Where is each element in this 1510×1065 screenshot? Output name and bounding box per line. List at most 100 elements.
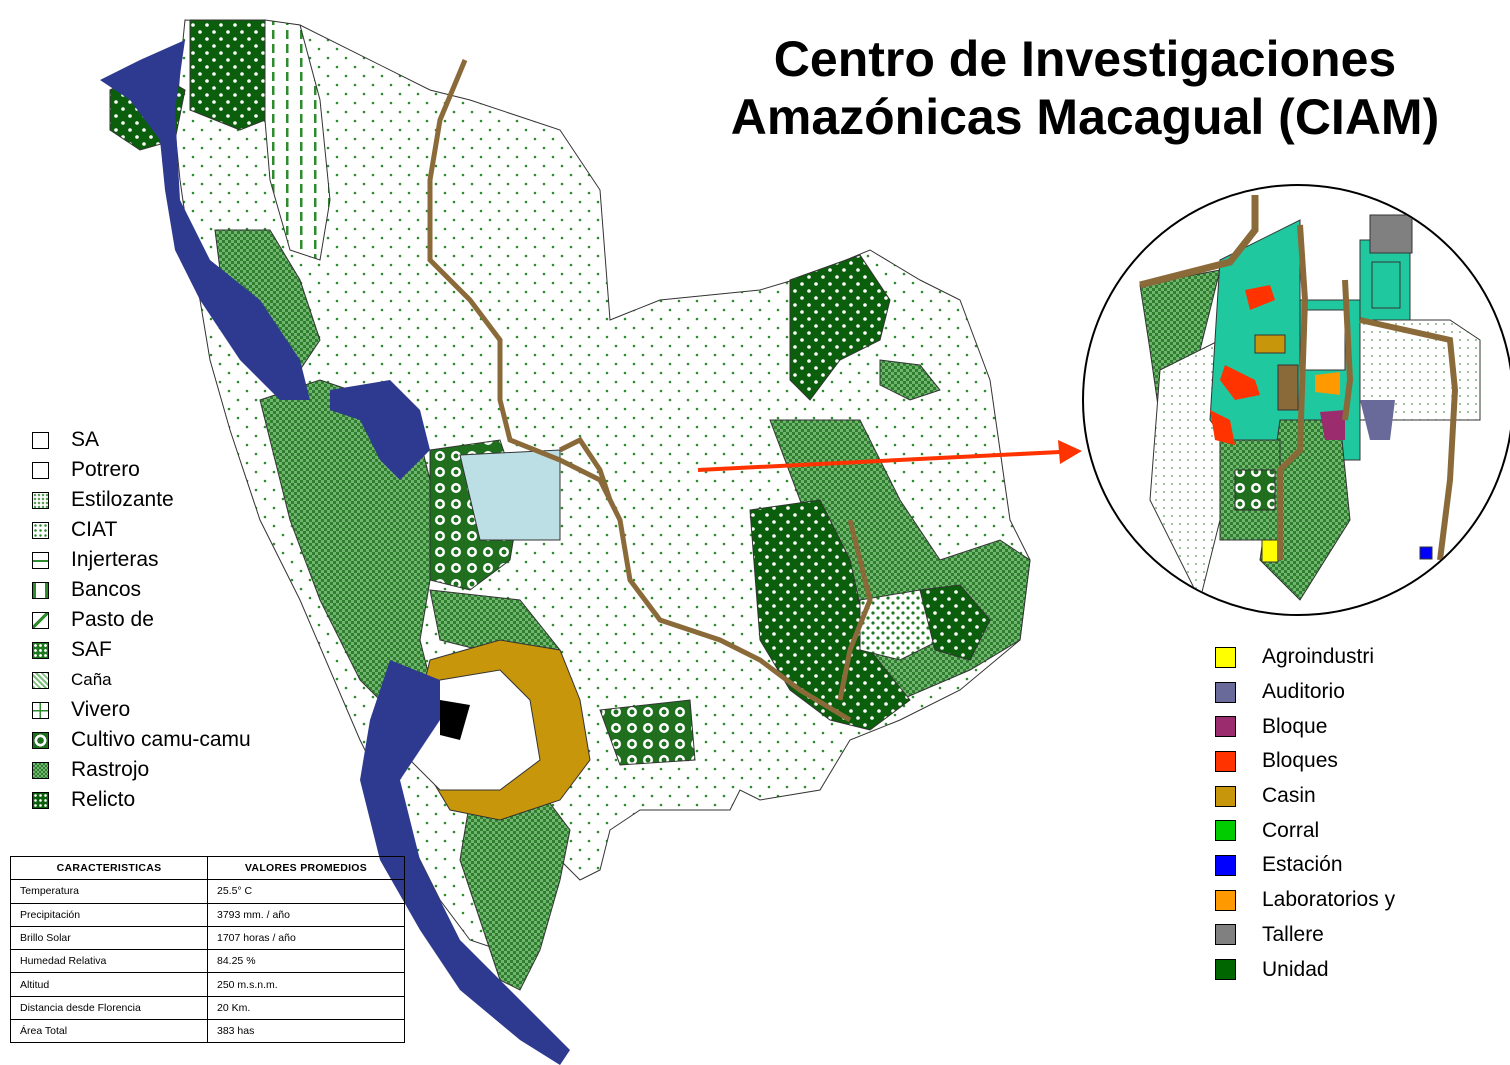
- table-cell: Altitud: [10, 972, 208, 997]
- legend-label: Auditorio: [1262, 680, 1345, 704]
- swatch-icon: [32, 551, 49, 569]
- map-title: Centro de Investigaciones Amazónicas Mac…: [700, 30, 1470, 146]
- zoom-arrow: [697, 440, 1082, 472]
- legend-item-laboratorios: Laboratorios y: [1215, 883, 1395, 918]
- swatch-icon: [1215, 716, 1236, 738]
- legend-label: Vivero: [71, 698, 131, 721]
- swatch-icon: [32, 461, 49, 479]
- legend-label: Caña: [71, 670, 112, 689]
- swatch-icon: [32, 581, 49, 599]
- legend-label: Potrero: [71, 458, 140, 481]
- legend-item-casin: Casin: [1215, 779, 1395, 814]
- table-cell: Humedad Relativa: [10, 949, 208, 974]
- legend-item-estacion: Estación: [1215, 848, 1395, 883]
- legend-item-vivero: Vivero: [32, 695, 251, 725]
- column-header: CARACTERISTICAS: [10, 855, 208, 881]
- legend-item-relicto: Relicto: [32, 785, 251, 815]
- legend-label: Estación: [1262, 853, 1343, 877]
- legend-item-estilozante: Estilozante: [32, 485, 251, 515]
- legend-label: Injerteras: [71, 548, 159, 571]
- swatch-icon: [1215, 820, 1236, 842]
- table-cell: 3793 mm. / año: [207, 902, 405, 927]
- swatch-icon: [32, 731, 49, 749]
- river: [100, 40, 570, 1065]
- map-title-line1: Centro de Investigaciones: [773, 31, 1397, 87]
- legend-label: Bancos: [71, 578, 142, 601]
- legend-label: SA: [71, 428, 100, 451]
- table-cell: 84.25 %: [207, 949, 405, 974]
- swatch-icon: [1215, 924, 1236, 946]
- table-cell: Área Total: [10, 1019, 208, 1044]
- characteristics-table: CARACTERISTICAS VALORES PROMEDIOS Temper…: [10, 855, 405, 1044]
- swatch-icon: [32, 491, 49, 509]
- land-use-legend: SA Potrero Estilozante CIAT Injerteras B…: [32, 425, 251, 815]
- legend-item-potrero: Potrero: [32, 455, 251, 485]
- legend-item-ciat: CIAT: [32, 515, 251, 545]
- swatch-icon: [1215, 646, 1236, 668]
- roads: [427, 59, 873, 723]
- table-cell: 250 m.s.n.m.: [207, 972, 405, 997]
- legend-label: Cultivo camu-camu: [71, 728, 251, 751]
- legend-label: Bloque: [1262, 714, 1328, 738]
- legend-label: Tallere: [1262, 922, 1324, 946]
- legend-item-agroindustri: Agroindustri: [1215, 640, 1395, 675]
- swatch-icon: [32, 791, 49, 809]
- swatch-icon: [32, 761, 49, 779]
- table-cell: Temperatura: [10, 879, 208, 904]
- table-cell: 1707 horas / año: [207, 925, 405, 951]
- legend-label: Casin: [1262, 784, 1316, 808]
- legend-label: Laboratorios y: [1262, 888, 1396, 912]
- swatch-icon: [1215, 959, 1236, 981]
- swatch-icon: [1215, 681, 1236, 703]
- legend-item-bloque: Bloque: [1215, 709, 1395, 744]
- legend-label: Unidad: [1262, 957, 1329, 981]
- swatch-icon: [1215, 889, 1236, 911]
- swatch-icon: [1215, 750, 1236, 772]
- legend-item-unidad: Unidad: [1215, 952, 1395, 987]
- legend-label: SAF: [71, 638, 112, 661]
- table-cell: 25.5° C: [207, 879, 405, 904]
- swatch-icon: [32, 641, 49, 659]
- table-cell: Precipitación: [10, 902, 208, 927]
- facilities-legend: Agroindustri Auditorio Bloque Bloques Ca…: [1215, 640, 1395, 987]
- table-cell: 20 Km.: [207, 995, 405, 1021]
- legend-label: Estilozante: [71, 488, 174, 511]
- lagoon-area: [409, 639, 591, 821]
- swatch-icon: [32, 701, 49, 719]
- map-title-line2: Amazónicas Macagual (CIAM): [730, 89, 1440, 145]
- legend-item-rastrojo: Rastrojo: [32, 755, 251, 785]
- table-cell: Distancia desde Florencia: [10, 995, 208, 1021]
- island-icon: [440, 700, 470, 740]
- legend-item-auditorio: Auditorio: [1215, 675, 1395, 710]
- legend-item-bancos: Bancos: [32, 575, 251, 605]
- table-cell: 383 has: [207, 1019, 405, 1044]
- legend-item-injerteras: Injerteras: [32, 545, 251, 575]
- legend-label: CIAT: [71, 518, 118, 541]
- swatch-icon: [1215, 854, 1236, 876]
- legend-label: Relicto: [71, 788, 136, 811]
- table-header-row: CARACTERISTICAS VALORES PROMEDIOS: [10, 855, 405, 881]
- legend-label: Agroindustri: [1262, 645, 1375, 669]
- legend-item-bloques: Bloques: [1215, 744, 1395, 779]
- legend-item-cana: Caña: [32, 665, 251, 695]
- swatch-icon: [32, 671, 49, 689]
- legend-item-tallere: Tallere: [1215, 918, 1395, 953]
- column-header: VALORES PROMEDIOS: [207, 855, 405, 881]
- legend-item-saf: SAF: [32, 635, 251, 665]
- swatch-icon: [32, 431, 49, 449]
- swatch-icon: [1215, 785, 1236, 807]
- swatch-icon: [32, 611, 49, 629]
- legend-item-corral: Corral: [1215, 813, 1395, 848]
- legend-label: Rastrojo: [71, 758, 150, 781]
- legend-label: Pasto de: [71, 608, 154, 631]
- swatch-icon: [32, 521, 49, 539]
- legend-label: Corral: [1262, 818, 1320, 842]
